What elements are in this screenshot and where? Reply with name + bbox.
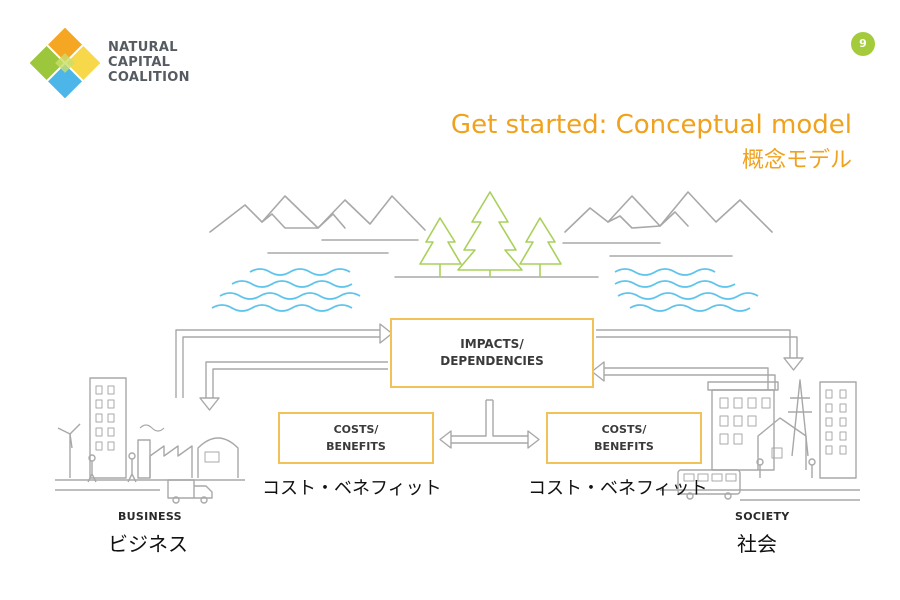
society-label-japanese: 社会 — [737, 532, 777, 556]
business-illustration — [55, 377, 245, 504]
arrow-business-to-impacts — [175, 329, 380, 398]
truck — [167, 479, 195, 499]
arrow-head-left — [591, 361, 605, 382]
logo-line-2: CAPITAL — [108, 55, 171, 70]
costs-right-line-2: BENEFITS — [594, 440, 654, 453]
arrow-head-right-costs — [527, 430, 540, 449]
right-mountains — [564, 191, 773, 233]
costs-left-line-2: BENEFITS — [326, 440, 386, 453]
arrow-impacts-to-society — [596, 329, 791, 358]
right-mountains-inner — [607, 211, 689, 229]
costs-benefits-japanese-society: コスト・ベネフィット — [528, 478, 708, 499]
impacts-line-2: DEPENDENCIES — [440, 354, 544, 368]
arrow-head-down-business — [199, 397, 220, 411]
logo-blue-square — [48, 64, 82, 98]
factory-chimney — [137, 439, 151, 479]
left-mountains-inner — [261, 213, 346, 229]
business-label-japanese: ビジネス — [108, 532, 188, 556]
costs-left-line-1: COSTS/ — [333, 423, 379, 436]
costs-right-line-1: COSTS/ — [601, 423, 647, 436]
warehouse — [197, 437, 239, 478]
logo-line-1: NATURAL — [108, 40, 178, 55]
tree-left — [419, 217, 462, 265]
arrow-head-down-society — [783, 357, 804, 371]
impacts-line-1: IMPACTS/ — [460, 337, 524, 351]
forest — [419, 191, 562, 277]
house — [757, 417, 807, 470]
water-right — [614, 268, 759, 312]
arrow-head-left-costs — [439, 430, 452, 449]
costs-benefits-box-business: COSTS/ BENEFITS — [278, 412, 434, 464]
arrow-head-right — [379, 323, 393, 344]
tree-right — [519, 217, 562, 265]
costs-benefits-box-society: COSTS/ BENEFITS — [546, 412, 702, 464]
natural-capital-coalition-logo — [30, 28, 100, 98]
arrow-society-to-impacts — [604, 367, 769, 390]
costs-benefits-japanese-business: コスト・ベネフィット — [262, 478, 442, 499]
business-label: BUSINESS — [118, 510, 182, 523]
logo-line-3: COALITION — [108, 70, 190, 85]
logo-wordmark: NATURAL CAPITAL COALITION — [108, 40, 190, 85]
power-pylon — [791, 379, 809, 457]
arrow-impacts-to-costs-left — [451, 400, 487, 437]
impacts-dependencies-box: IMPACTS/ DEPENDENCIES — [390, 318, 594, 388]
water-left — [211, 268, 361, 312]
logo-yellow-square — [66, 46, 100, 80]
office-tower-society — [819, 381, 857, 479]
left-mountains — [209, 195, 426, 233]
smoke — [139, 424, 165, 432]
page-number-badge: 9 — [851, 32, 875, 56]
arrow-impacts-to-business — [205, 361, 388, 398]
factory — [149, 445, 193, 478]
slide-title-english: Get started: Conceptual model — [450, 110, 852, 140]
tree-center — [457, 191, 523, 271]
bus — [677, 469, 741, 495]
society-label: SOCIETY — [735, 510, 790, 523]
society-illustration — [660, 379, 860, 501]
office-tower — [89, 377, 127, 479]
slide-title-japanese: 概念モデル — [741, 148, 852, 173]
